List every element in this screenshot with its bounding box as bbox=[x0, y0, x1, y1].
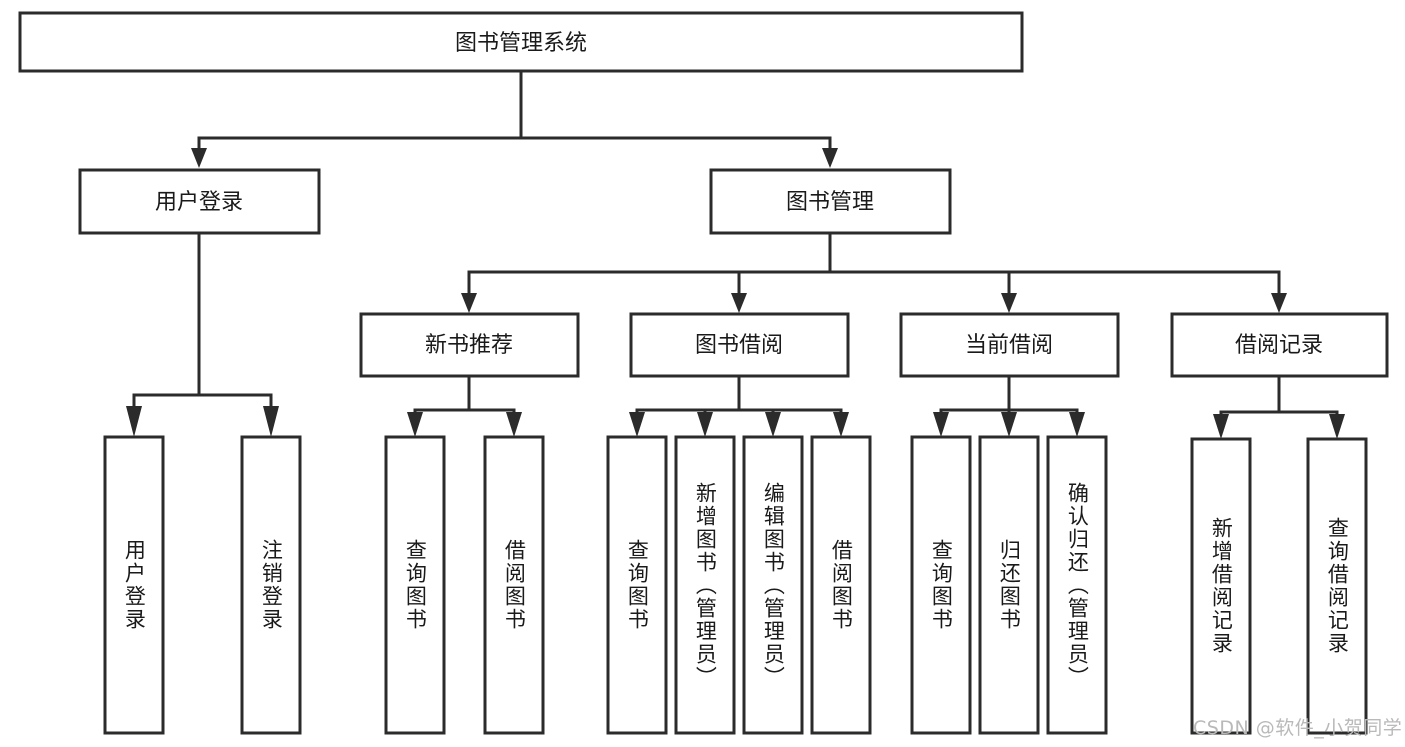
arrow-nb-leaf2 bbox=[506, 412, 522, 437]
node-new-book-recommend-box[interactable] bbox=[359, 312, 580, 378]
arrow-borrow-records bbox=[1271, 293, 1287, 313]
arrow-bb-leaf2 bbox=[697, 412, 713, 437]
arrow-bb-leaf3 bbox=[765, 412, 781, 437]
node-current-borrow-box[interactable] bbox=[899, 312, 1120, 378]
node-current-borrow[interactable]: 当前借阅 bbox=[899, 312, 1120, 378]
node-book-management-box[interactable] bbox=[709, 168, 952, 235]
arrow-cb-leaf2 bbox=[1001, 412, 1017, 437]
node-book-management[interactable]: 图书管理 bbox=[709, 168, 952, 235]
leaf-box-borrow-records-1[interactable] bbox=[1190, 437, 1252, 735]
node-new-book-recommend-label: 新书推荐 bbox=[425, 333, 513, 358]
node-current-borrow-label: 当前借阅 bbox=[965, 333, 1053, 358]
arrow-user-login bbox=[191, 148, 207, 168]
leaf-box-book-borrow-1[interactable] bbox=[606, 435, 668, 735]
leaf-box-current-borrow-2[interactable] bbox=[978, 435, 1040, 735]
arrow-nb-leaf1 bbox=[407, 412, 423, 437]
leaf-box-new-books-1[interactable] bbox=[384, 435, 446, 735]
leaf-box-borrow-records-2[interactable] bbox=[1306, 437, 1368, 735]
arrow-br-leaf2 bbox=[1329, 414, 1345, 439]
leaf-box-new-books-2[interactable] bbox=[483, 435, 545, 735]
arrow-cb-leaf3 bbox=[1069, 412, 1085, 437]
node-root-box[interactable] bbox=[18, 11, 1024, 73]
arrow-bb-leaf1 bbox=[629, 412, 645, 437]
arrow-br-leaf1 bbox=[1213, 414, 1229, 439]
connector-group bbox=[126, 70, 1345, 439]
node-borrow-records-label: 借阅记录 bbox=[1235, 333, 1323, 358]
node-root-label: 图书管理系统 bbox=[455, 31, 587, 56]
node-user-login-label: 用户登录 bbox=[155, 190, 243, 215]
leaf-box-book-borrow-3[interactable] bbox=[742, 435, 804, 735]
arrow-book-borrow bbox=[731, 293, 747, 313]
leaf-box-current-borrow-3[interactable] bbox=[1046, 435, 1108, 735]
arrow-bb-leaf4 bbox=[833, 412, 849, 437]
arrow-current-borrow bbox=[1001, 293, 1017, 313]
node-user-login-box[interactable] bbox=[78, 168, 321, 235]
node-user-login[interactable]: 用户登录 bbox=[78, 168, 321, 235]
node-book-borrow-box[interactable] bbox=[629, 312, 850, 378]
watermark-text: CSDN @软件_小贺同学 bbox=[1193, 717, 1403, 739]
node-book-borrow-label: 图书借阅 bbox=[695, 333, 783, 358]
node-borrow-records[interactable]: 借阅记录 bbox=[1170, 312, 1389, 378]
node-borrow-records-box[interactable] bbox=[1170, 312, 1389, 378]
leaf-box-book-borrow-4[interactable] bbox=[810, 435, 872, 735]
node-book-management-label: 图书管理 bbox=[786, 190, 874, 215]
leaf-box-current-borrow-1[interactable] bbox=[910, 435, 972, 735]
leaf-box-user-login-2[interactable] bbox=[240, 435, 302, 735]
node-new-book-recommend[interactable]: 新书推荐 bbox=[359, 312, 580, 378]
arrow-cb-leaf1 bbox=[933, 412, 949, 437]
leaf-box-user-login-1[interactable] bbox=[103, 435, 165, 735]
arrow-book-mgmt bbox=[822, 148, 838, 168]
node-root[interactable]: 图书管理系统 bbox=[18, 11, 1024, 73]
arrow-ul-leaf2 bbox=[263, 406, 279, 437]
arrow-new-books bbox=[461, 293, 477, 313]
arrow-ul-leaf1 bbox=[126, 406, 142, 437]
leaf-box-book-borrow-2[interactable] bbox=[674, 435, 736, 735]
node-book-borrow[interactable]: 图书借阅 bbox=[629, 312, 850, 378]
